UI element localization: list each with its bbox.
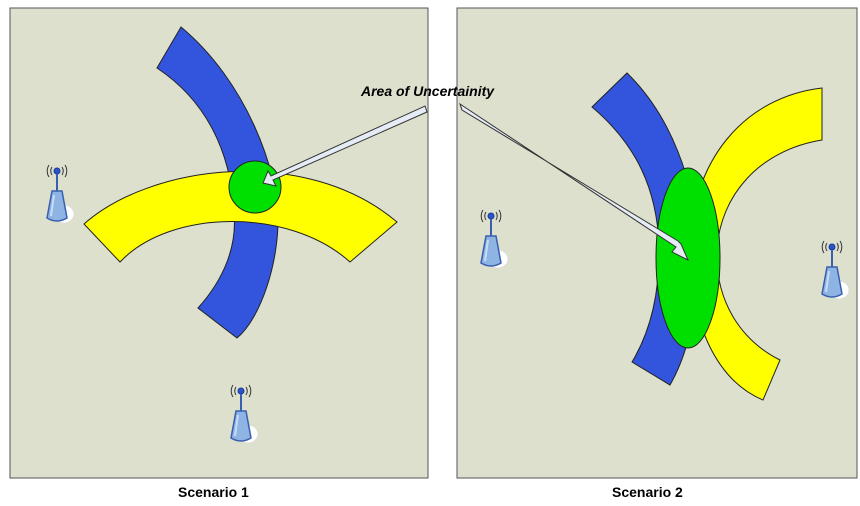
scenario-2-caption: Scenario 2 bbox=[612, 484, 683, 500]
arrow-icon bbox=[459, 102, 690, 262]
uncertainty-area-s1 bbox=[228, 160, 282, 214]
blue-band-s1 bbox=[156, 26, 279, 339]
scenario-1-panel bbox=[9, 7, 429, 479]
area-of-uncertainty-label: Area of Uncertainity bbox=[361, 83, 495, 99]
scenario-2-panel bbox=[456, 7, 858, 479]
uncertainty-area-s2 bbox=[655, 167, 721, 349]
arrow-icon bbox=[262, 105, 428, 187]
yellow-band-s2 bbox=[689, 87, 823, 401]
yellow-band-s1 bbox=[83, 170, 398, 263]
scenario-1-caption: Scenario 1 bbox=[178, 484, 249, 500]
